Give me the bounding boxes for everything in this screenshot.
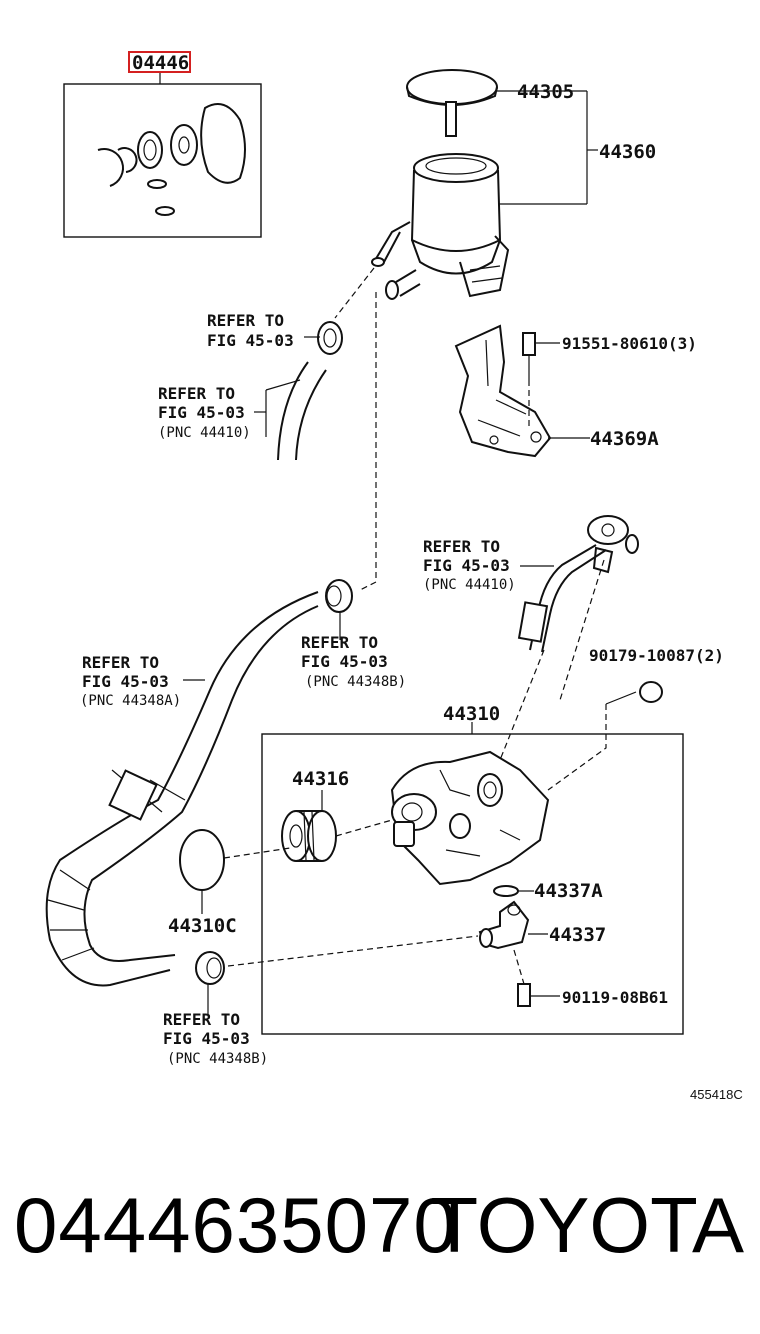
part-number: 0444635070 (14, 1181, 458, 1269)
ref-3-line2: FIG 45-03 (423, 556, 510, 575)
kit-box (63, 83, 262, 238)
ref-3-line3: (PNC 44410) (423, 577, 516, 593)
ref-4-line3: (PNC 44348B) (305, 674, 406, 690)
cap-dipstick (445, 101, 457, 137)
ref-4-line1: REFER TO (301, 633, 378, 652)
kit-highlight-box[interactable] (128, 51, 191, 73)
figure-code: 455418C (690, 1087, 743, 1100)
ref-2-line2: FIG 45-03 (158, 403, 245, 422)
return-hose-upper[interactable] (277, 361, 327, 461)
ref-6-line3: (PNC 44348B) (167, 1051, 268, 1067)
ref-5-line2: FIG 45-03 (82, 672, 169, 691)
hose-clamp-upper[interactable] (317, 321, 343, 355)
reservoir-tank[interactable] (410, 169, 502, 252)
reservoir-inlet-pipe (373, 221, 411, 263)
brand-name: TOYOTA (430, 1181, 745, 1269)
label-90119[interactable]: 90119-08B61 (562, 988, 668, 1007)
grommet[interactable] (639, 681, 663, 703)
pump-bracket[interactable] (454, 324, 552, 458)
label-44316[interactable]: 44316 (292, 768, 349, 790)
reservoir-bracket-arms (459, 235, 510, 298)
suction-hose-group: REFER TO FIG 45-03 (PNC 44348B) REFER TO… (45, 292, 406, 987)
snap-ring-1 (97, 148, 124, 187)
ref-2-line1: REFER TO (158, 384, 235, 403)
oil-seal (137, 131, 163, 169)
grommet-group: 90179-10087(2) (547, 646, 724, 791)
ref-5-line1: REFER TO (82, 653, 159, 672)
pressure-hose-group: REFER TO FIG 45-03 (PNC 44410) (423, 515, 639, 761)
hose-clamp-lower-holder (108, 769, 158, 821)
upper-hose-group: REFER TO FIG 45-03 REFER TO FIG 45-03 (P… (158, 267, 375, 461)
parts-diagram: 04446 44305 44360 (45, 51, 743, 1100)
reservoir-cap[interactable] (406, 69, 498, 105)
o-ring-44337a[interactable] (493, 885, 519, 897)
ref-5-line3: (PNC 44348A) (80, 693, 181, 709)
label-44360[interactable]: 44360 (599, 141, 656, 163)
kit-label[interactable]: 04446 (132, 52, 189, 74)
ref-3-line1: REFER TO (423, 537, 500, 556)
label-90179[interactable]: 90179-10087(2) (589, 646, 724, 665)
washer (170, 124, 198, 166)
gasket (200, 103, 246, 184)
label-44305[interactable]: 44305 (517, 81, 574, 103)
label-44337[interactable]: 44337 (549, 924, 606, 946)
ref-6-line2: FIG 45-03 (163, 1029, 250, 1048)
union-bolt[interactable] (517, 983, 531, 1007)
pressure-hose-fitting[interactable] (587, 515, 629, 545)
hose-clamp-lower[interactable] (195, 951, 225, 985)
label-91551[interactable]: 91551-80610(3) (562, 334, 697, 353)
label-44310C[interactable]: 44310C (168, 915, 237, 937)
vane-pump[interactable] (390, 750, 550, 886)
o-ring-44310c[interactable] (179, 829, 225, 891)
o-ring-a (147, 179, 167, 189)
hose-clamp-middle[interactable] (325, 579, 353, 613)
reservoir-outlet-pipe (395, 269, 421, 297)
reservoir-group: 44305 44360 (371, 69, 656, 300)
pump-assembly-group: 44310 44316 44310C 44337A 44337 (163, 703, 684, 1067)
o-ring-b (155, 206, 175, 216)
label-44337A[interactable]: 44337A (534, 880, 603, 902)
ref-4-line2: FIG 45-03 (301, 652, 388, 671)
label-44369A[interactable]: 44369A (590, 428, 659, 450)
bracket-group: 91551-80610(3) 44369A (454, 324, 697, 458)
label-44310[interactable]: 44310 (443, 703, 500, 725)
ref-1-line1: REFER TO (207, 311, 284, 330)
snap-ring-2 (117, 147, 138, 173)
bracket-bolt[interactable] (522, 332, 536, 356)
ref-2-line3: (PNC 44410) (158, 425, 251, 441)
ref-6-line1: REFER TO (163, 1010, 240, 1029)
ref-1-line2: FIG 45-03 (207, 331, 294, 350)
footer-caption: 0444635070 TOYOTA (0, 1180, 760, 1300)
repair-kit-group: 04446 (63, 51, 262, 238)
reservoir-tank-top (413, 153, 499, 183)
